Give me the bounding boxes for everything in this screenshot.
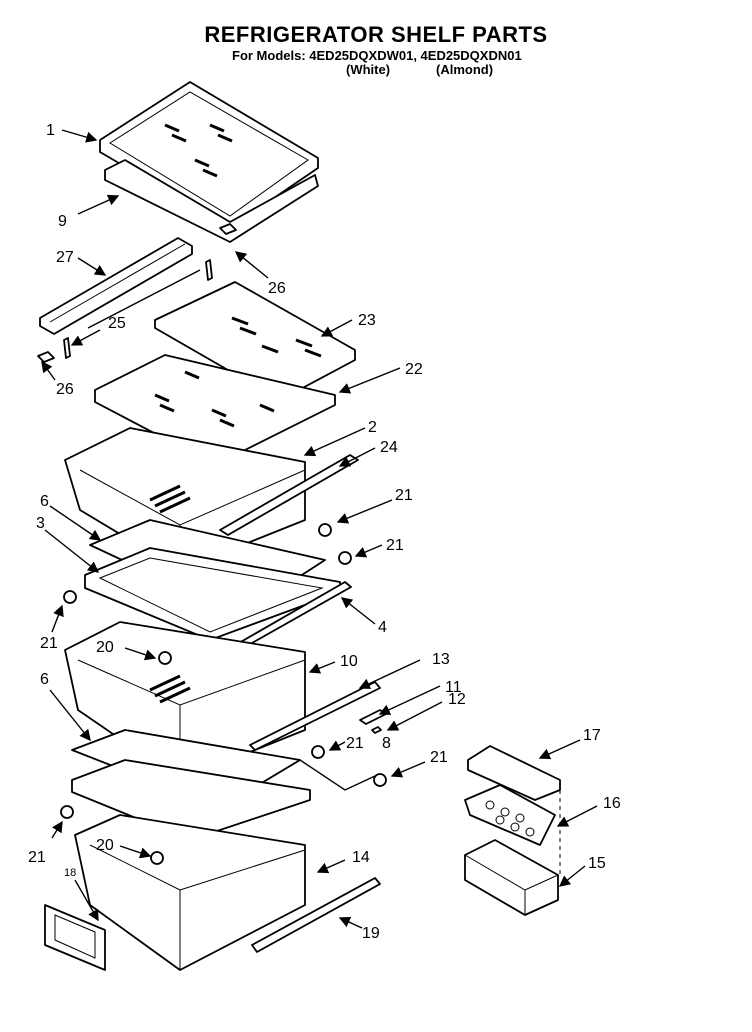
callout-21: 21: [386, 537, 404, 554]
part-lower-cover-frame: [71, 759, 311, 841]
callout-22: 22: [405, 361, 423, 378]
part-19-trim: [251, 877, 381, 953]
callout-6: 6: [40, 493, 49, 510]
part-21-screw: [338, 551, 352, 565]
part-21-screw: [311, 745, 325, 759]
callout-21: 21: [395, 487, 413, 504]
color-almond-label: (Almond): [436, 62, 494, 77]
part-1-glass-shelf: [99, 81, 319, 229]
part-16-egg-tray: [464, 784, 556, 846]
part-20-knob: [158, 651, 172, 665]
callout-10: 10: [340, 653, 358, 670]
callout-19: 19: [362, 925, 380, 942]
part-25-clip-top: [205, 259, 213, 281]
callout-2: 2: [368, 419, 377, 436]
part-26-screw: [37, 351, 55, 363]
part-21-screw: [63, 590, 77, 604]
part-11-control: [359, 709, 387, 725]
callout-11: 11: [445, 679, 462, 696]
callout-4: 4: [378, 619, 387, 636]
part-21-screw: [60, 805, 74, 819]
callout-14: 14: [352, 849, 370, 866]
callout-21: 21: [28, 849, 46, 866]
part-15-bin: [464, 839, 559, 916]
callout-26: 26: [268, 280, 286, 297]
callout-18: 18: [64, 867, 76, 879]
callout-3: 3: [36, 515, 45, 532]
part-23-shelf: [154, 281, 356, 401]
part-21-screw: [318, 523, 332, 537]
callout-20: 20: [96, 837, 114, 854]
part-22-shelf: [94, 354, 336, 466]
callout-21: 21: [40, 635, 58, 652]
model-numbers: For Models: 4ED25DQXDW01, 4ED25DQXDN01: [232, 48, 522, 63]
color-white-label: (White): [346, 62, 391, 77]
part-27-rail: [39, 237, 193, 335]
callout-8: 8: [382, 735, 391, 752]
page-title: REFRIGERATOR SHELF PARTS: [204, 22, 548, 47]
callout-9: 9: [58, 213, 67, 230]
callout-25: 25: [108, 315, 126, 332]
callout-20: 20: [96, 639, 114, 656]
callout-15: 15: [588, 855, 606, 872]
callout-23: 23: [358, 312, 376, 329]
callout-21: 21: [430, 749, 448, 766]
callout-26: 26: [56, 381, 74, 398]
callout-16: 16: [603, 795, 621, 812]
callout-12: 12: [448, 691, 466, 708]
leader-lines: [41, 129, 598, 929]
callout-21: 21: [346, 735, 364, 752]
part-20-knob: [150, 851, 164, 865]
part-12-clip: [371, 726, 382, 734]
callout-6: 6: [40, 671, 49, 688]
callout-17: 17: [583, 727, 601, 744]
callout-13: 13: [432, 651, 450, 668]
part-26-screw-top: [219, 223, 237, 235]
callout-27: 27: [56, 249, 74, 266]
callout-24: 24: [380, 439, 398, 456]
part-13-trim: [249, 681, 381, 751]
part-24-trim: [219, 454, 359, 536]
callout-1: 1: [46, 122, 55, 139]
part-9-shelf-frame: [104, 159, 319, 243]
part-21-screw: [373, 773, 387, 787]
part-25-clip: [63, 337, 71, 359]
part-18-card: [44, 904, 106, 971]
